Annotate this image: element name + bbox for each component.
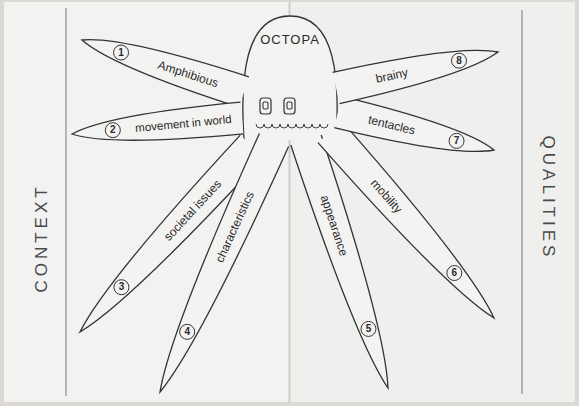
callout-number: 3 bbox=[113, 279, 129, 295]
eye bbox=[260, 98, 271, 114]
eye bbox=[284, 98, 295, 114]
eye-pupil bbox=[287, 102, 292, 109]
callout-number-text: 6 bbox=[448, 266, 462, 279]
right-margin-line bbox=[521, 10, 522, 394]
side-heading: QUALITIES bbox=[538, 136, 558, 261]
callout-number: 2 bbox=[105, 122, 121, 138]
tentacle-shape bbox=[318, 121, 506, 328]
tentacle-shape bbox=[71, 102, 244, 150]
callout-number-text: 2 bbox=[106, 123, 120, 136]
callout-number-text: 7 bbox=[450, 134, 464, 147]
callout-number: 6 bbox=[447, 265, 463, 281]
callout-number-text: 3 bbox=[114, 280, 128, 293]
callout-number-text: 8 bbox=[452, 54, 466, 67]
head-title: OCTOPA bbox=[238, 32, 342, 47]
callout-number-text: 4 bbox=[180, 325, 194, 338]
callout-number-text: 1 bbox=[114, 45, 128, 58]
eye-pupil bbox=[263, 102, 268, 109]
side-heading: CONTEXT bbox=[32, 183, 52, 292]
callout-number: 1 bbox=[113, 44, 129, 60]
callout-number-text: 5 bbox=[361, 321, 375, 334]
tentacle-shape bbox=[334, 96, 498, 165]
tentacle-shape bbox=[77, 25, 249, 107]
callout-number: 4 bbox=[179, 324, 195, 340]
callout-number: 8 bbox=[451, 53, 467, 69]
callout-number: 7 bbox=[449, 133, 465, 149]
callout-number: 5 bbox=[360, 320, 376, 336]
sucker-row bbox=[256, 124, 328, 128]
tentacle-shape bbox=[145, 133, 288, 398]
tentacle-shape bbox=[333, 36, 502, 103]
octopus-head: OCTOPA bbox=[238, 10, 342, 140]
left-margin-line bbox=[65, 8, 66, 396]
head-outline bbox=[238, 10, 342, 140]
